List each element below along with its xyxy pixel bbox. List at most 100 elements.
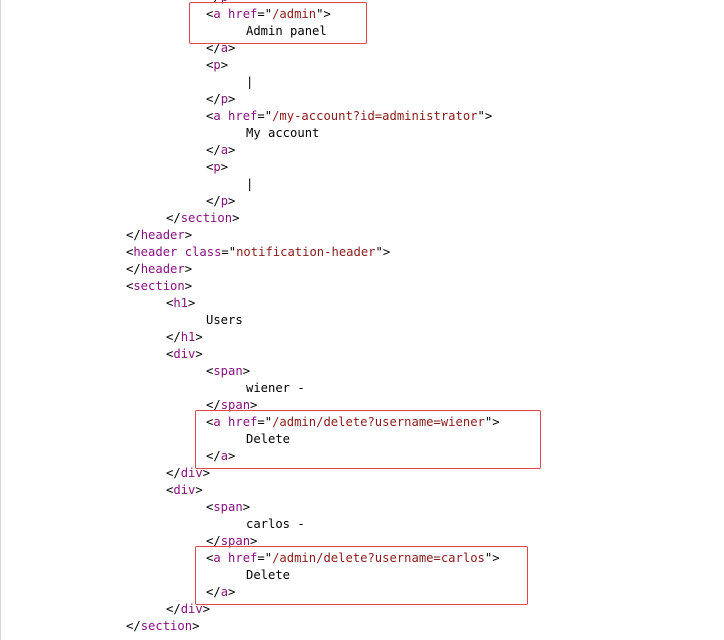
text-node: Users [206, 313, 243, 327]
tag-bracket: > [184, 279, 193, 293]
tag-bracket: </ [206, 41, 221, 55]
attribute-name: href [228, 551, 258, 565]
tag-bracket: > [192, 619, 200, 633]
tag-bracket: </ [126, 619, 141, 633]
tag-name: header [140, 228, 185, 242]
tag-bracket: > [228, 92, 236, 106]
code-line: <a href="/my-account?id=administrator"> [206, 108, 492, 125]
code-line: </div> [166, 601, 210, 618]
tag-bracket: < [166, 483, 174, 497]
tag-bracket: < [166, 296, 174, 310]
tag-bracket: </ [166, 211, 181, 225]
tag-bracket: > [220, 58, 229, 72]
tag-name: header [140, 262, 185, 276]
code-line: wiener - [246, 380, 305, 397]
tag-bracket: > [228, 41, 236, 55]
text-node: Admin panel [246, 24, 327, 38]
attribute-quote: "> [484, 415, 500, 429]
attribute-value: notification-header [236, 245, 376, 259]
code-line: <span> [206, 363, 250, 380]
code-line: </a> [206, 142, 235, 159]
tag-bracket: </ [206, 92, 221, 106]
tag-bracket: < [206, 551, 214, 565]
tag-bracket: > [195, 483, 203, 497]
text-node: carlos - [246, 517, 305, 531]
code-line: Delete [246, 567, 290, 584]
tag-bracket: > [184, 228, 193, 242]
tag-bracket: </ [166, 602, 181, 616]
code-line: <div> [166, 482, 203, 499]
tag-bracket: > [228, 194, 236, 208]
code-line: <h1> [166, 295, 195, 312]
code-line: </header> [126, 261, 192, 278]
tag-bracket: </ [166, 466, 181, 480]
tag-bracket: < [206, 160, 214, 174]
attribute-quote: =" [257, 415, 273, 429]
tag-name: p [213, 58, 221, 72]
tag-bracket: > [195, 347, 203, 361]
text-node: | [246, 75, 254, 89]
attribute-quote: =" [257, 109, 273, 123]
tag-bracket: > [242, 364, 251, 378]
tag-bracket: > [188, 296, 196, 310]
tag-name: a [220, 143, 229, 157]
code-line: Users [206, 312, 243, 329]
code-line: </a> [206, 40, 235, 57]
tag-bracket: > [242, 500, 251, 514]
code-line: </span> [206, 397, 257, 414]
tag-bracket: < [206, 58, 214, 72]
code-line: </section> [126, 618, 199, 635]
code-line: <a href="/admin/delete?username=wiener"> [206, 414, 500, 431]
tag-bracket: > [250, 534, 258, 548]
tag-name: div [173, 347, 196, 361]
tag-name: a [213, 551, 221, 565]
attribute-quote: =" [257, 551, 273, 565]
tag-name: span [213, 500, 243, 514]
tag-bracket: </ [126, 228, 141, 242]
attribute-quote: "> [316, 7, 331, 21]
tag-name: span [220, 534, 251, 548]
tag-bracket: </ [206, 143, 221, 157]
code-line: </p> [206, 91, 235, 108]
tag-bracket: </ [206, 534, 221, 548]
tag-name: span [213, 364, 243, 378]
tag-bracket: > [250, 398, 258, 412]
tag-bracket: </ [126, 262, 141, 276]
tag-bracket: > [220, 160, 229, 174]
tag-bracket: </ [206, 585, 221, 599]
code-line: </h1> [166, 329, 203, 346]
tag-bracket: > [202, 602, 211, 616]
code-line: </p> [206, 193, 235, 210]
code-line: <header class="notification-header"> [126, 244, 390, 261]
attribute-quote: "> [484, 551, 500, 565]
tag-name: a [213, 7, 221, 21]
attribute-value: /admin/delete?username=wiener [272, 415, 485, 429]
code-line: carlos - [246, 516, 305, 533]
tag-bracket: > [232, 211, 240, 225]
tag-bracket: > [228, 585, 236, 599]
tag-bracket: < [206, 415, 214, 429]
tag-name: section [133, 279, 185, 293]
admin-panel-link-highlight [189, 2, 367, 44]
tag-bracket: < [206, 109, 214, 123]
tag-bracket: </ [166, 330, 181, 344]
tag-bracket: </ [206, 449, 221, 463]
tag-name: p [220, 92, 229, 106]
tag-bracket: </ [206, 194, 221, 208]
tag-name: header [133, 245, 178, 259]
attribute-name: href [228, 109, 258, 123]
tag-bracket: > [228, 143, 236, 157]
tag-name: span [220, 398, 251, 412]
code-line: Admin panel [246, 23, 327, 40]
tag-name: a [213, 415, 221, 429]
code-line: <p> [206, 57, 228, 74]
tag-name: a [220, 585, 229, 599]
code-line: </span> [206, 533, 257, 550]
tag-name: div [180, 466, 203, 480]
tag-bracket: </ [206, 398, 221, 412]
tag-name: h1 [173, 296, 189, 310]
code-line: | [246, 176, 253, 193]
code-line: </a> [206, 584, 235, 601]
tag-name: p [213, 160, 221, 174]
tag-name: div [173, 483, 196, 497]
